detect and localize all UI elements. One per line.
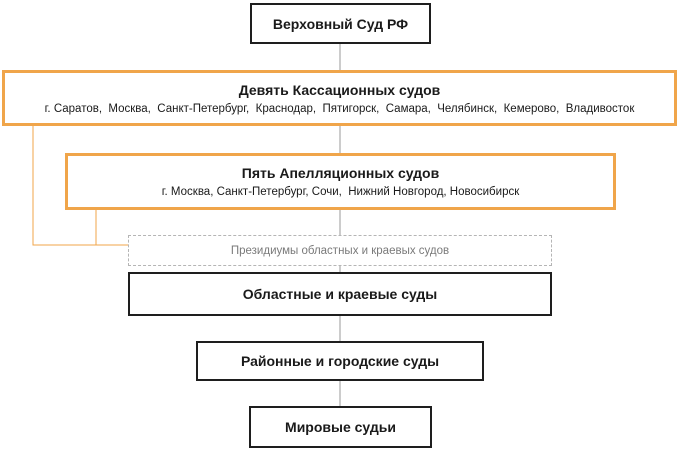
presidiums-label: Президиумы областных и краевых судов — [230, 244, 450, 257]
cassation-courts-title: Девять Кассационных судов — [238, 81, 441, 98]
cassation-courts-box: Девять Кассационных судов г. Саратов, Мо… — [2, 70, 677, 126]
magistrates-title: Мировые судьи — [285, 419, 396, 435]
appeal-courts-box: Пять Апелляционных судов г. Москва, Санк… — [65, 153, 616, 210]
appeal-courts-cities: г. Москва, Санкт-Петербург, Сочи, Нижний… — [161, 186, 520, 198]
appeal-courts-title: Пять Апелляционных судов — [241, 165, 440, 181]
cassation-courts-cities: г. Саратов, Москва, Санкт-Петербург, Кра… — [44, 102, 635, 115]
supreme-court-title: Верховный Суд РФ — [272, 15, 409, 32]
regional-courts-title: Областные и краевые суды — [242, 286, 438, 302]
magistrates-box: Мировые судьи — [249, 406, 432, 448]
district-courts-box: Районные и городские суды — [196, 341, 484, 381]
regional-courts-box: Областные и краевые суды — [128, 272, 552, 316]
district-courts-title: Районные и городские суды — [240, 353, 440, 369]
supreme-court-box: Верховный Суд РФ — [250, 3, 431, 44]
presidiums-box: Президиумы областных и краевых судов — [128, 235, 552, 266]
